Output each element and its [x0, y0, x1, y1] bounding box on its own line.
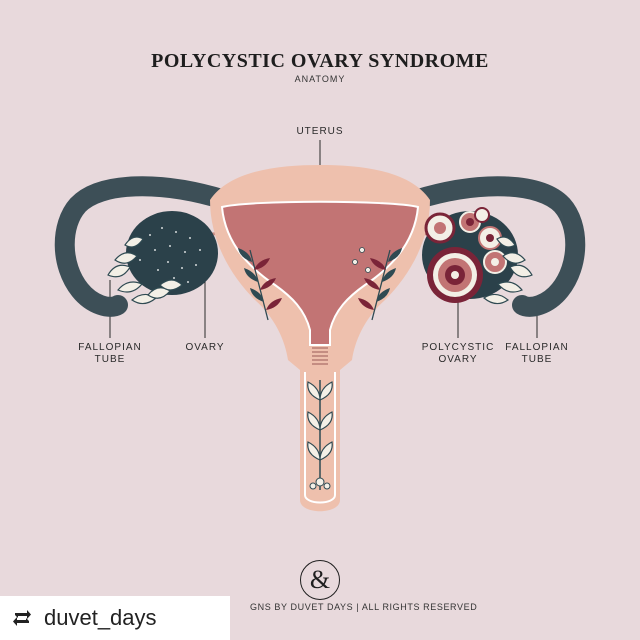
cyst: [424, 212, 456, 244]
cyst: [427, 247, 483, 303]
label-uterus: UTERUS: [296, 126, 344, 137]
label-line: FALLOPIAN: [78, 342, 142, 353]
cyst: [483, 250, 507, 274]
page-subtitle: ANATOMY: [294, 74, 346, 84]
label-line: OVARY: [438, 354, 478, 365]
polycystic-ovary: [422, 207, 518, 303]
repost-banner: duvet_days: [0, 596, 230, 640]
left-uterus-vine: [238, 248, 282, 321]
repost-username[interactable]: duvet_days: [44, 605, 157, 630]
left-ovary: [126, 211, 218, 295]
label-polycystic-ovary: POLYCYSTIC OVARY: [413, 342, 503, 366]
right-uterus-vine: [352, 247, 402, 321]
label-line: TUBE: [94, 354, 126, 365]
label-fallopian-tube-left: FALLOPIAN TUBE: [70, 342, 150, 366]
brand-logo: &: [300, 560, 340, 600]
label-line: POLYCYSTIC: [421, 342, 495, 353]
footer-copyright: GNS BY DUVET DAYS | ALL RIGHTS RESERVED: [250, 602, 478, 612]
central-vine: [307, 380, 333, 490]
uterus: [210, 165, 430, 512]
page-title: POLYCYSTIC OVARY SYNDROME: [151, 50, 489, 72]
cyst: [474, 207, 490, 223]
left-ovary-leaves: [107, 236, 183, 305]
label-fallopian-tube-right: FALLOPIAN TUBE: [497, 342, 577, 366]
repost-icon[interactable]: [0, 596, 44, 640]
label-line: FALLOPIAN: [505, 342, 569, 353]
label-ovary: OVARY: [185, 342, 225, 353]
right-ovary-leaves: [482, 236, 533, 305]
logo-glyph: &: [309, 565, 331, 594]
label-line: TUBE: [521, 354, 553, 365]
